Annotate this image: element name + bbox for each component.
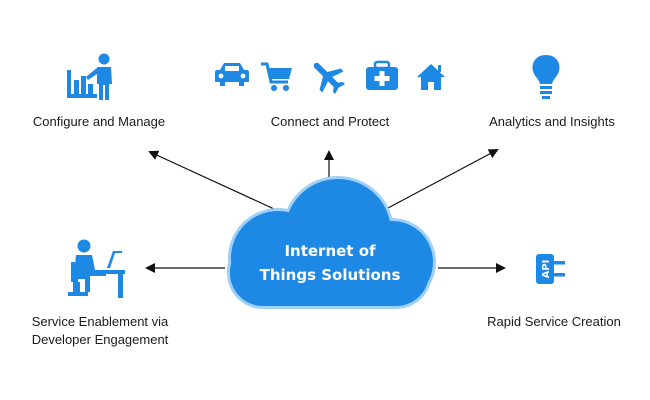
label-service-enablement-line2: Developer Engagement	[31, 332, 169, 347]
label-service-enablement: Service Enablement via Developer Engagem…	[12, 313, 188, 349]
airplane-icon	[313, 62, 345, 94]
medical-kit-icon	[366, 60, 398, 90]
arrow-to-configure	[148, 150, 286, 215]
cloud-title-line2: Things Solutions	[260, 266, 401, 284]
label-service-enablement-line1: Service Enablement via	[31, 314, 169, 329]
label-rapid-service-creation: Rapid Service Creation	[487, 314, 621, 329]
light-bulb-icon	[532, 55, 560, 99]
api-icon-text: API	[541, 260, 552, 279]
home-icon	[417, 64, 445, 90]
cloud-title-line1: Internet of	[284, 242, 376, 260]
label-configure-and-manage: Configure and Manage	[32, 114, 166, 129]
cloud: Internet of Things Solutions	[227, 176, 436, 309]
label-analytics-and-insights: Analytics and Insights	[489, 114, 615, 129]
label-connect-and-protect: Connect and Protect	[270, 114, 390, 129]
api-plug-icon: API	[536, 254, 565, 284]
developer-at-desk-icon	[68, 239, 125, 298]
car-icon	[215, 63, 249, 86]
shopping-cart-icon	[261, 62, 292, 91]
presenter-chart-icon	[67, 53, 112, 100]
arrow-to-analytics	[387, 149, 499, 209]
